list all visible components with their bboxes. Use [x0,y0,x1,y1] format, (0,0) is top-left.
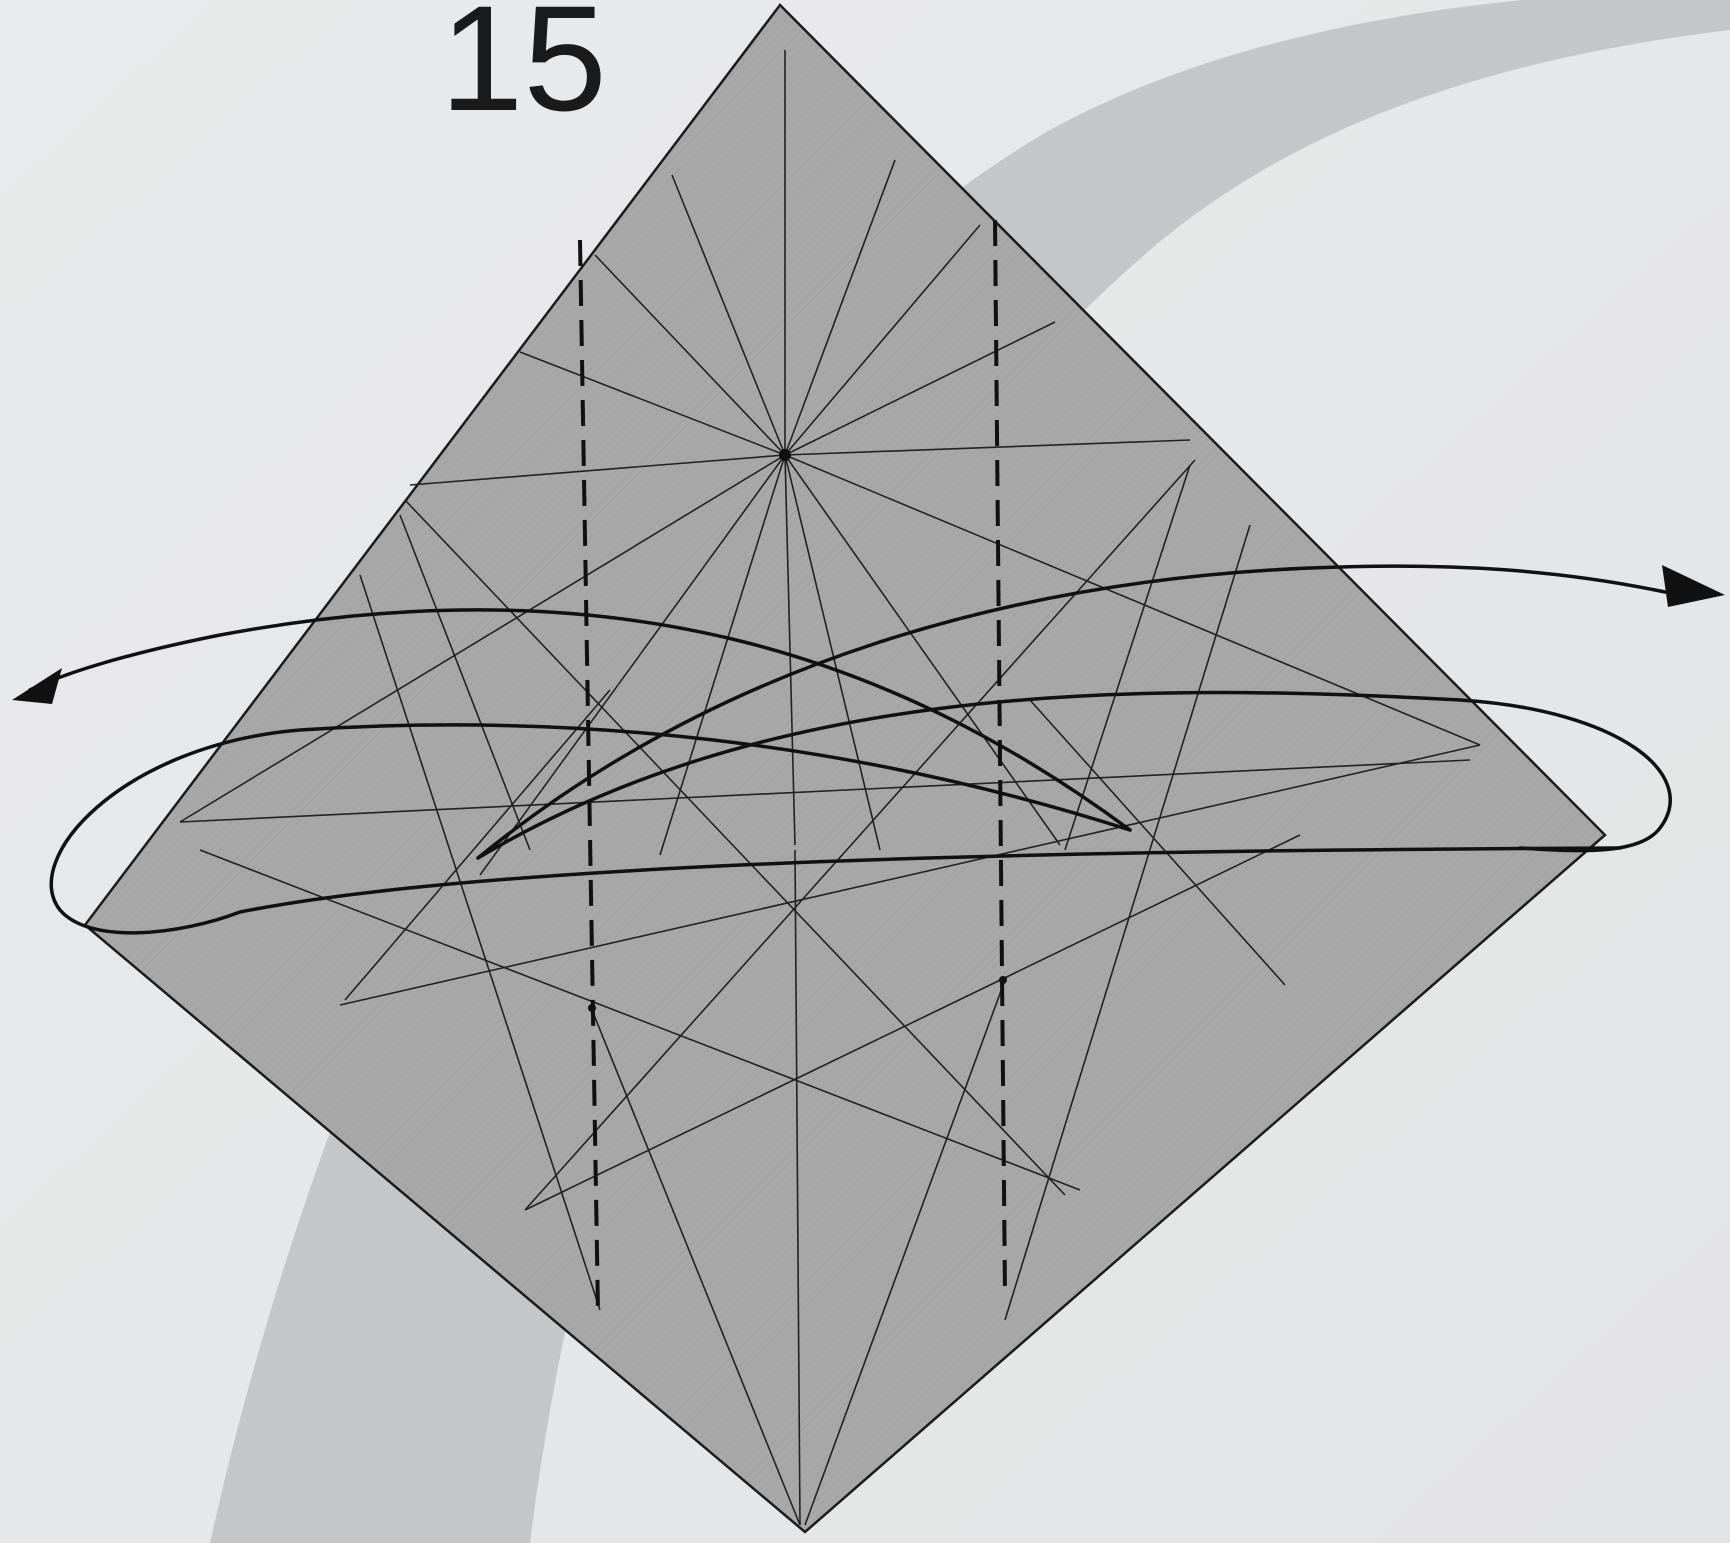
reference-point [588,1004,596,1012]
step-number: 15 [440,0,607,142]
reference-point [779,449,791,461]
reference-point [999,976,1007,984]
